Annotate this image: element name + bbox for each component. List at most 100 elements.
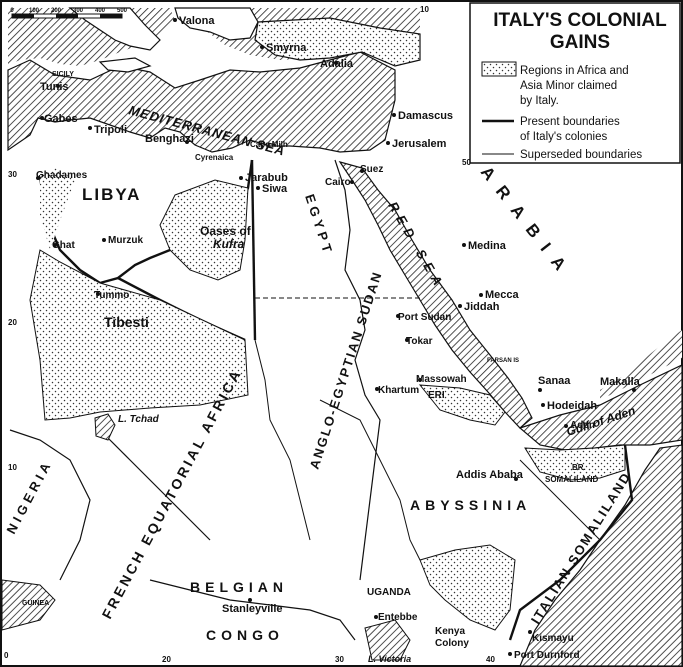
scale-tick-100: 100 — [29, 8, 40, 14]
place-entebbe: Entebbe — [378, 612, 418, 623]
place-valona: Valona — [179, 15, 215, 27]
grid-e50: 50 — [462, 158, 471, 167]
congo-river — [149, 579, 356, 641]
legend-title-line2: GAINS — [550, 32, 610, 53]
place-hodeidah: Hodeidah — [547, 400, 597, 412]
label-br-line2: SOMALILAND — [545, 475, 599, 484]
scale-tick-200: 200 — [51, 8, 62, 14]
place-cape-milh: Cape Milh — [250, 140, 288, 149]
chari-river — [99, 429, 211, 541]
place-jarabub: Jarabub — [245, 172, 288, 184]
scale-tick-400: 400 — [95, 8, 106, 14]
grid-e30: 30 — [335, 655, 344, 664]
abyssinia-border — [319, 399, 601, 561]
label-kenya-line1: Kenya — [435, 626, 465, 637]
balkans-mainland — [174, 7, 259, 41]
label-oases-line1: Oases of — [200, 224, 252, 238]
libya-claimed-south — [29, 249, 249, 421]
lake-chad — [94, 413, 116, 441]
br-somaliland-claimed — [524, 444, 626, 481]
legend: ITALY'S COLONIAL GAINS Regions in Africa… — [469, 2, 681, 164]
place-aden: Aden — [570, 420, 595, 431]
legend-item2-line2: of Italy's colonies — [520, 131, 607, 143]
grid-n30: 30 — [8, 170, 17, 179]
scale-tick-500: 500 — [117, 8, 128, 14]
jubaland-claimed — [419, 544, 516, 631]
place-cyrenaica: Cyrenaica — [195, 153, 234, 162]
label-eritrea: ERI — [428, 390, 445, 401]
label-tibesti: Tibesti — [104, 314, 149, 330]
lake-victoria — [364, 619, 411, 661]
gulf-of-aden-area — [518, 364, 683, 451]
scale-bar: 0 100 200 300 400 500 — [10, 8, 128, 19]
nile-river — [334, 159, 381, 581]
label-oases-line2: Kufra — [213, 237, 245, 251]
legend-item1-line1: Regions in Africa and — [520, 65, 629, 77]
place-smyrna: Smyrna — [266, 42, 307, 54]
place-markers — [36, 18, 636, 656]
label-libya: LIBYA — [82, 185, 141, 204]
label-lake-chad: L. Tchad — [118, 414, 160, 425]
grid-e10: 10 — [420, 5, 429, 14]
place-medina: Medina — [468, 240, 507, 252]
place-stanleyville: Stanleyville — [222, 603, 283, 615]
place-gabes: Gabes — [44, 113, 78, 125]
place-jiddah: Jiddah — [464, 301, 500, 313]
grid-equator: 0 — [4, 651, 9, 660]
scale-tick-300: 300 — [73, 8, 84, 14]
legend-item1-line3: by Italy. — [520, 95, 559, 107]
place-kismayu: Kismayu — [532, 633, 574, 644]
place-tokar: Tokar — [406, 336, 433, 347]
grid-n20: 20 — [8, 318, 17, 327]
libya-egypt-border — [250, 159, 257, 341]
niger-river — [9, 429, 91, 581]
label-congo: CONGO — [206, 627, 284, 643]
place-cairo: Cairo — [325, 177, 351, 188]
label-abyssinia: ABYSSINIA — [410, 497, 531, 513]
label-guinea: GUINEA — [22, 600, 49, 607]
place-tunis: Tunis — [40, 81, 69, 93]
label-lake-victoria: L. Victoria — [368, 654, 411, 664]
place-damascus: Damascus — [398, 110, 453, 122]
sudan-west-border — [254, 339, 311, 541]
place-addis-ababa: Addis Ababa — [456, 469, 524, 481]
arabia-coast-hatch — [600, 330, 682, 400]
mediterranean-sea-area — [7, 51, 396, 153]
grid-e40: 40 — [486, 655, 495, 664]
gulf-guinea — [1, 579, 56, 631]
eritrea-claimed — [418, 384, 506, 426]
grid-e20: 20 — [162, 655, 171, 664]
indian-ocean-area — [519, 444, 683, 667]
place-suez: Suez — [360, 164, 383, 175]
label-farsan: FARSAN IS — [487, 358, 519, 364]
label-uganda: UGANDA — [367, 587, 411, 598]
label-sicily: SICILY — [52, 71, 74, 78]
place-murzuk: Murzuk — [108, 235, 143, 246]
legend-item1-line2: Asia Minor claimed — [520, 80, 617, 92]
place-ghat: Ghat — [52, 240, 75, 251]
kufra-claimed — [159, 179, 249, 281]
grid-n10: 10 — [8, 463, 17, 472]
legend-item3-line1: Superseded boundaries — [520, 149, 642, 161]
place-makalla: Makalla — [600, 376, 641, 388]
place-port-durnford: Port Durnford — [514, 650, 580, 661]
label-kenya-line2: Colony — [435, 638, 469, 649]
place-adalia: Adalia — [320, 58, 354, 70]
place-mecca: Mecca — [485, 289, 520, 301]
legend-title-line1: ITALY'S COLONIAL — [493, 10, 667, 31]
scale-tick-0: 0 — [10, 8, 14, 14]
libya-claimed-west — [40, 168, 75, 250]
legend-item2-line1: Present boundaries — [520, 116, 620, 128]
place-tummo: Tummo — [94, 290, 129, 301]
place-massowah: Massowah — [416, 374, 467, 385]
italian-somaliland-boundary — [508, 444, 634, 641]
label-br-line1: BR. — [572, 463, 586, 472]
place-port-sudan: Port Sudan — [398, 312, 451, 323]
sicily-island — [98, 57, 152, 73]
asia-minor-claimed — [254, 17, 421, 67]
place-khartum: Khartum — [378, 385, 419, 396]
place-sanaa: Sanaa — [538, 375, 571, 387]
legend-swatch-claimed — [481, 61, 517, 77]
place-ghadames: Ghadames — [36, 170, 88, 181]
